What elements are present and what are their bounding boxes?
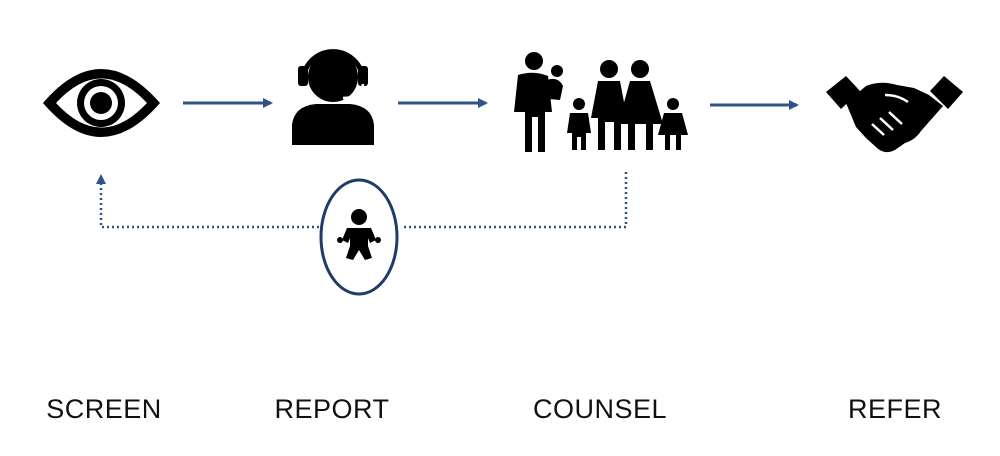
handshake-icon	[826, 76, 963, 153]
baby-icon	[337, 209, 381, 260]
step-label-refer: REFER	[847, 394, 942, 424]
step-label-screen: SCREEN	[46, 394, 162, 424]
feedback-loop-line	[99, 172, 628, 229]
feedback-loop-arrowhead	[96, 174, 106, 184]
eye-icon	[43, 69, 160, 137]
family-icon	[514, 52, 688, 152]
feedback-loop	[96, 172, 628, 229]
headset-agent-icon	[292, 49, 374, 145]
step-label-counsel: COUNSEL	[532, 394, 668, 424]
step-label-report: REPORT	[274, 394, 390, 424]
